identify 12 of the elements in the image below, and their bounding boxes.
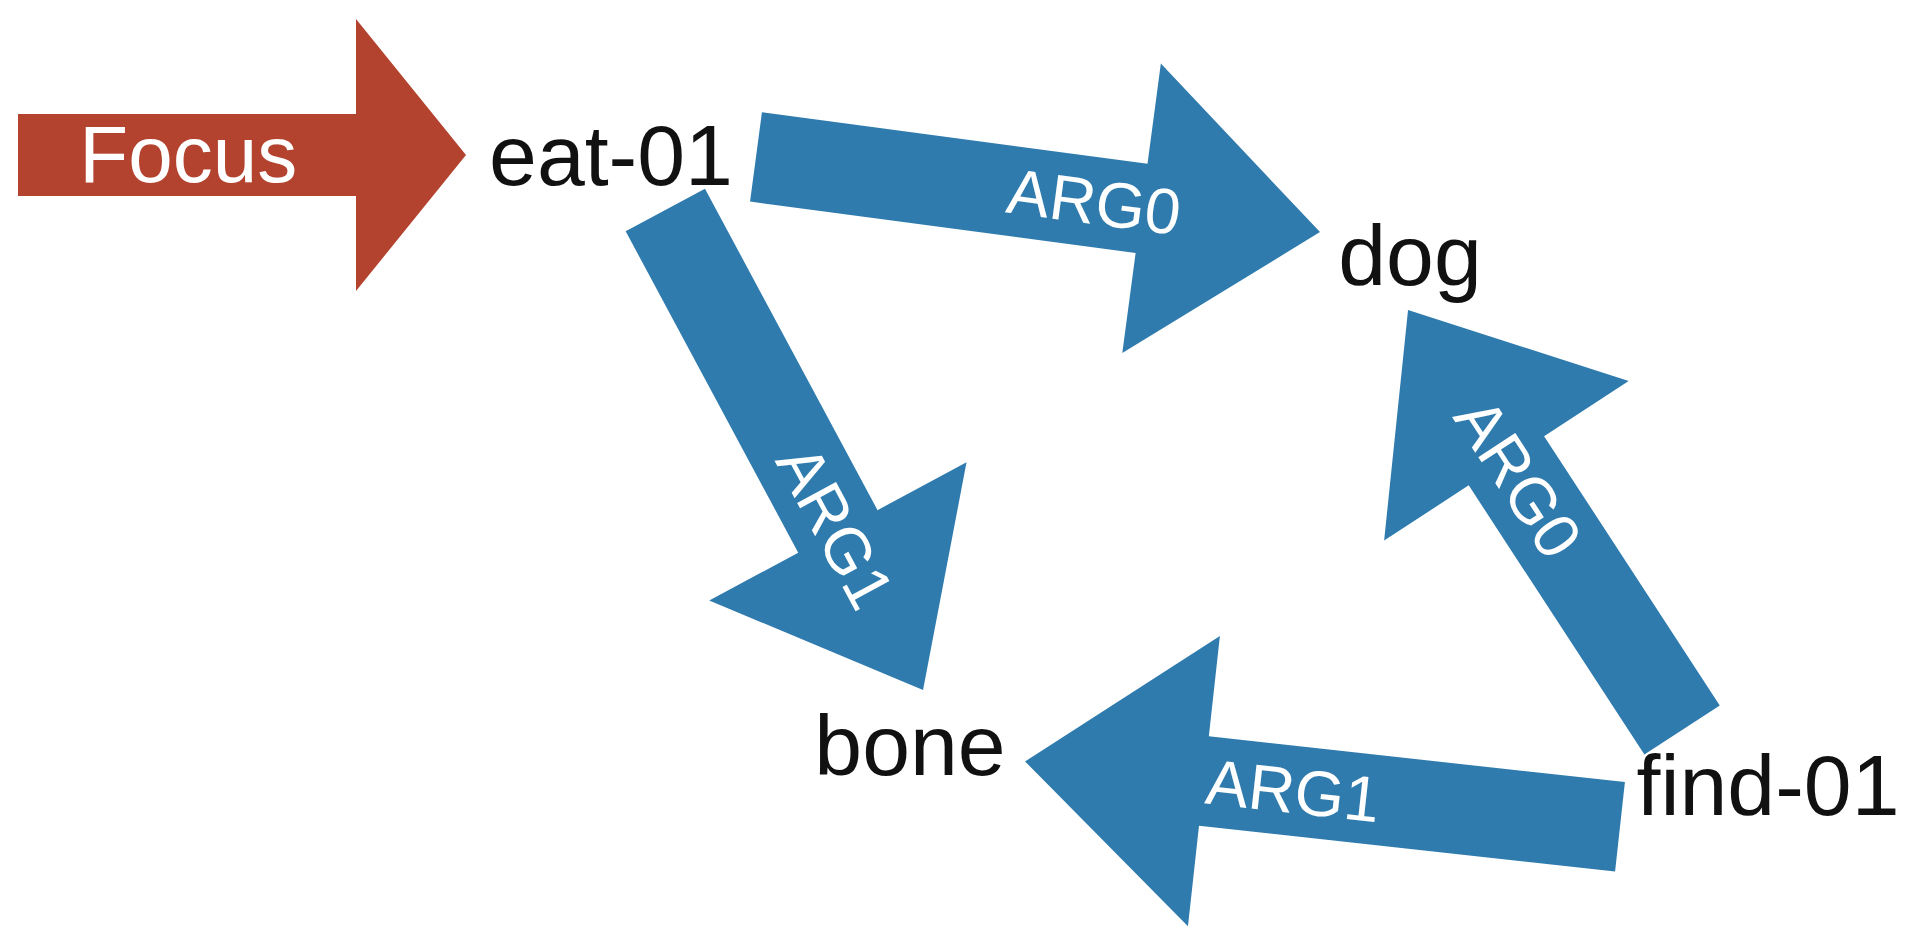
concept-label: eat-01 <box>466 100 756 210</box>
edge-label: ARG0 <box>1003 158 1185 246</box>
block-arrow <box>750 63 1320 353</box>
block-arrow <box>625 188 967 690</box>
block-arrow <box>1025 635 1625 927</box>
concept-label: bone <box>795 690 1025 800</box>
block-arrow <box>1384 310 1720 755</box>
concept-label: find-01 <box>1620 730 1916 840</box>
edge-label: Focus <box>79 115 298 195</box>
block-arrow <box>18 19 466 291</box>
edge-label: ARG1 <box>1202 749 1383 833</box>
concept-label: dog <box>1320 200 1500 310</box>
